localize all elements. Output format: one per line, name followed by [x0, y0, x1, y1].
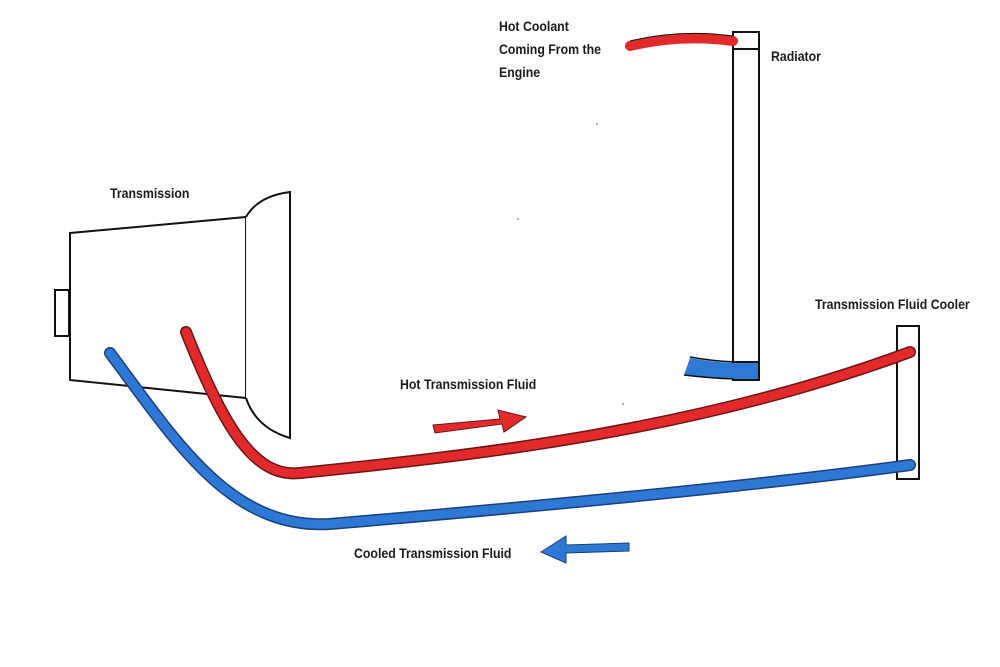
hot-coolant-label-line3: Engine — [499, 64, 541, 80]
transmission-bell-housing — [245, 190, 291, 440]
transmission-output-stub — [54, 289, 70, 337]
hot-coolant-label-line1: Hot Coolant — [499, 18, 569, 34]
transmission-case — [69, 215, 247, 400]
hot-fluid-label: Hot Transmission Fluid — [400, 376, 537, 392]
hot-flow-arrow — [432, 409, 528, 434]
radiator-body — [732, 31, 760, 381]
speck — [596, 123, 598, 125]
cold-coolant-hose-edge-bottom — [683, 374, 735, 380]
hot-coolant-hose — [625, 33, 738, 51]
radiator-bottom-tank — [734, 363, 758, 379]
transmission-label: Transmission — [110, 185, 190, 201]
speck — [517, 218, 519, 220]
hot-fluid-line-outline — [180, 326, 916, 480]
fluid-cooler-label: Transmission Fluid Cooler — [815, 296, 970, 312]
hot-coolant-label-line2: Coming From the — [499, 41, 601, 57]
hot-fluid-line — [181, 327, 915, 478]
cold-coolant-hose-edge — [689, 356, 735, 363]
cooled-flow-arrow — [539, 535, 630, 564]
radiator — [732, 31, 760, 381]
speck — [622, 403, 624, 405]
cooled-fluid-label: Cooled Transmission Fluid — [354, 545, 512, 561]
fluid-cooler — [896, 325, 920, 480]
cooled-fluid-line — [105, 348, 915, 529]
hot-coolant-hose-edge — [629, 32, 734, 42]
cold-coolant-hose — [684, 358, 734, 379]
radiator-label: Radiator — [771, 48, 821, 64]
transmission — [54, 190, 291, 440]
